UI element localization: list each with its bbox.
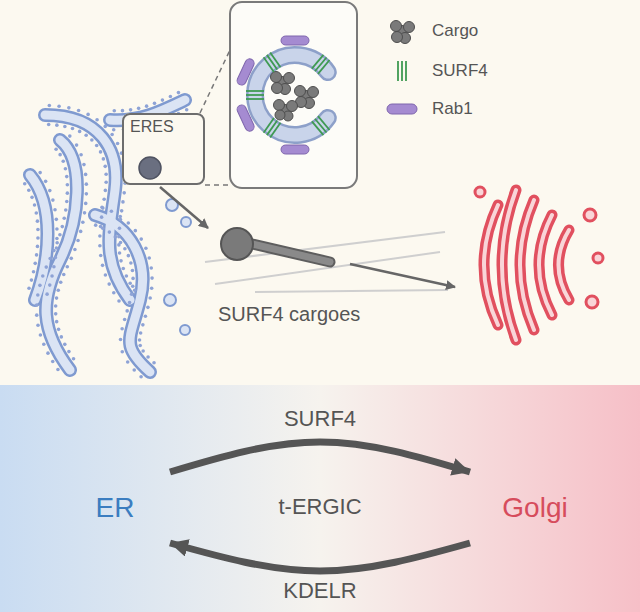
bottom-ground — [0, 385, 640, 612]
eres-box: ERES — [122, 113, 205, 185]
exit-site — [139, 157, 161, 179]
cargo-icon — [391, 21, 415, 44]
compartment-label: t-ERGIC — [278, 494, 361, 520]
vesicle — [255, 55, 328, 135]
carrier-label: SURF4 cargoes — [218, 303, 360, 326]
legend-label: Cargo — [432, 21, 478, 41]
golgi-arrow — [350, 264, 455, 287]
edge-label: SURF4 — [284, 406, 356, 432]
transport-arrow — [170, 442, 470, 472]
node-text: ER — [96, 492, 135, 524]
top-ground — [0, 0, 640, 385]
edge-label: KDELR — [283, 578, 356, 604]
rab1-icon — [387, 104, 417, 114]
inset-box — [230, 2, 357, 188]
transport-arrow — [170, 543, 470, 571]
er-network — [23, 91, 191, 379]
tubular-carrier — [221, 228, 330, 262]
node-text: ERES — [130, 118, 174, 136]
surf4-icon — [398, 61, 406, 81]
surf4-in-membrane — [246, 53, 330, 138]
cargo-in-vesicle — [271, 72, 319, 122]
node-text: Golgi — [502, 492, 567, 524]
er-node: ER — [60, 470, 170, 545]
rab1-on-vesicle — [236, 36, 309, 154]
export-arrow — [160, 187, 208, 228]
golgi-node: Golgi — [470, 470, 600, 545]
legend-label: SURF4 — [432, 61, 488, 81]
golgi-stack — [475, 187, 603, 340]
legend-label: Rab1 — [432, 99, 473, 119]
eres-ground — [122, 113, 205, 185]
